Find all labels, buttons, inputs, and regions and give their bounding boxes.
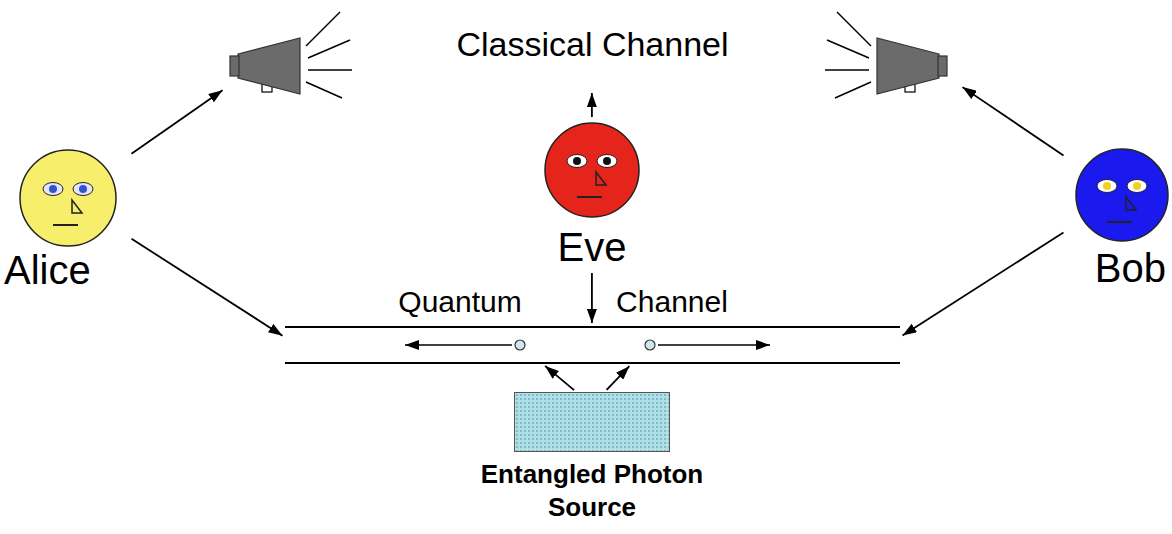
arrow-connector	[545, 366, 629, 390]
face-eye	[597, 155, 617, 168]
face-nose	[596, 172, 606, 185]
sound-line	[308, 69, 352, 71]
source-box	[514, 392, 670, 452]
face-mouth	[53, 224, 78, 226]
arrow-line	[903, 232, 1064, 335]
person-name: Alice	[4, 247, 129, 293]
person-name: Eve	[540, 224, 644, 270]
face-eye	[73, 183, 93, 196]
face-circle	[20, 150, 116, 246]
source-label: Entangled Photon Source	[467, 458, 717, 524]
arrow-connector	[132, 239, 283, 336]
photon-source: Entangled Photon Source	[467, 392, 717, 526]
quantum-channel-band: QuantumChannel	[285, 326, 900, 364]
face-pupil	[573, 157, 581, 165]
sound-line	[306, 12, 340, 46]
face-drawing	[20, 150, 116, 246]
channel-label: Classical Channel	[225, 24, 960, 64]
face-drawing	[545, 123, 639, 217]
arrow-connector	[591, 273, 592, 323]
arrow-connector	[903, 232, 1064, 335]
megaphone-left	[230, 12, 352, 98]
face-pupil	[79, 185, 87, 193]
sound-line	[837, 12, 871, 46]
face-mouth	[1107, 221, 1132, 223]
photon-direction-arrow	[405, 344, 512, 346]
face-eye	[567, 155, 587, 168]
arrow-line	[132, 239, 283, 336]
face-nose	[1126, 197, 1136, 210]
megaphone-right	[825, 12, 947, 98]
face-eye	[1127, 180, 1147, 193]
band-caption-row: Quantum Channel	[285, 282, 900, 322]
arrow-line	[962, 87, 1063, 155]
arrow-line	[607, 366, 630, 390]
arrow-connector	[131, 90, 222, 154]
photon-dot	[645, 340, 655, 350]
megaphone-mouthpiece	[230, 56, 239, 76]
face-pupil	[1133, 182, 1141, 190]
arrow-line	[591, 273, 593, 323]
arrow-line	[131, 90, 222, 154]
megaphone-horn	[238, 38, 300, 94]
face-pupil	[1103, 182, 1111, 190]
face-drawing	[1076, 149, 1168, 241]
arrow-connector	[962, 87, 1063, 155]
channel-region: Classical Channel	[225, 8, 960, 90]
face-mouth	[577, 196, 602, 198]
face-circle	[545, 123, 639, 217]
arrow-line	[545, 366, 574, 390]
sound-line	[827, 40, 869, 58]
face-nose	[72, 200, 82, 213]
person-face: Eve	[540, 120, 644, 270]
sound-line	[825, 69, 869, 71]
channel-label: Quantum	[398, 282, 521, 322]
photon-direction-arrow	[658, 344, 770, 346]
face-pupil	[603, 157, 611, 165]
sound-line	[308, 40, 350, 58]
person-face: Bob	[1066, 145, 1168, 295]
megaphone-horn	[877, 38, 939, 94]
face-eye	[1097, 180, 1117, 193]
sound-line	[306, 82, 342, 98]
face-pupil	[49, 185, 57, 193]
channel-label: Channel	[616, 282, 728, 322]
megaphone-mouthpiece	[938, 56, 947, 76]
face-eye	[43, 183, 63, 196]
face-circle	[1076, 149, 1168, 241]
person-name: Bob	[1066, 245, 1166, 291]
arrow-connector	[591, 93, 592, 117]
arrow-line	[591, 93, 593, 117]
sound-line	[835, 82, 871, 98]
person-face: Alice	[4, 145, 129, 295]
photon-dot	[515, 340, 525, 350]
